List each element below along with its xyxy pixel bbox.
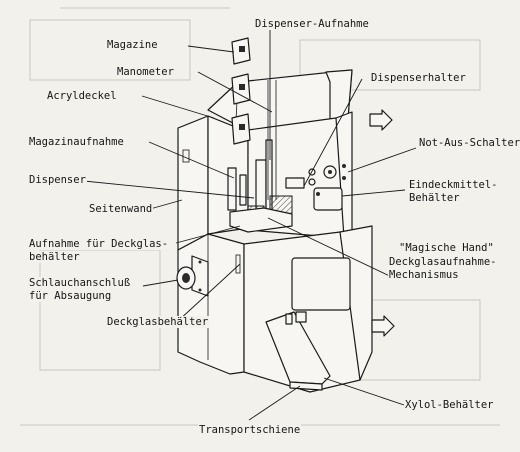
label-magazinaufnahme: Magazinaufnahme	[28, 136, 125, 148]
hose-connector	[176, 255, 209, 297]
label-transportschiene: Transportschiene	[198, 424, 302, 436]
label-xylol: Xylol-Behälter	[404, 399, 495, 411]
label-eindeck-line2: Behälter	[408, 192, 461, 204]
label-magische-line2: Deckglasaufnahme-	[388, 256, 498, 268]
label-magische-line3: Mechanismus	[388, 269, 460, 281]
label-seitenwand: Seitenwand	[88, 203, 154, 215]
label-eindeck-line1: Eindeckmittel-	[408, 179, 499, 191]
label-dispenserhalter: Dispenserhalter	[370, 72, 467, 84]
left-cabinet	[177, 115, 249, 375]
label-schlauch-line2: für Absaugung	[28, 290, 113, 302]
label-acryldeckel: Acryldeckel	[46, 90, 118, 102]
label-schlauch-line1: Schlauchanschluß	[28, 277, 132, 289]
label-not-aus: Not-Aus-Schalter	[418, 137, 520, 149]
label-dispenser-aufnahme: Dispenser-Aufnahme	[254, 18, 370, 30]
label-manometer: Manometer	[116, 66, 175, 78]
direction-arrows	[369, 109, 395, 337]
label-deckglasbehaelter: Deckglasbehälter	[106, 316, 210, 328]
label-dispenser: Dispenser	[28, 174, 87, 186]
leader-lines	[73, 28, 417, 421]
label-magische-line1: "Magische Hand"	[398, 242, 495, 254]
interior-mechanism	[227, 80, 305, 233]
label-magazine: Magazine	[106, 39, 159, 51]
magazines	[231, 37, 251, 145]
label-aufnahme-line2: behälter	[28, 251, 81, 263]
xylol-tray	[265, 311, 331, 391]
label-aufnahme-line1: Aufnahme für Deckglas-	[28, 238, 170, 250]
